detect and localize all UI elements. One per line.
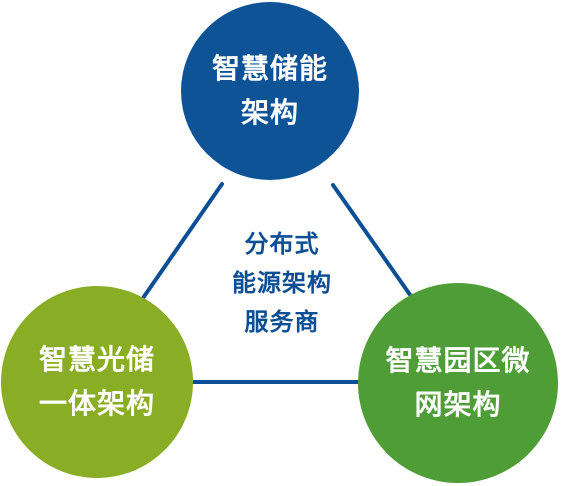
node-smart-energy-storage: 智慧储能 架构: [181, 2, 359, 180]
node-smart-pv-storage: 智慧光储 一体架构: [1, 286, 193, 478]
edge-top-right: [331, 183, 415, 301]
node-right-line1: 智慧园区微: [385, 344, 531, 377]
center-label-line1: 分布式: [244, 230, 320, 258]
edge-top-left: [141, 182, 224, 300]
node-left-line1: 智慧光储: [38, 343, 155, 376]
center-label: 分布式 能源架构 服务商: [212, 225, 352, 342]
node-left-line2: 一体架构: [38, 387, 155, 420]
node-right-line2: 网架构: [414, 388, 502, 421]
center-label-line2: 能源架构: [232, 269, 332, 297]
center-label-line3: 服务商: [244, 308, 320, 336]
node-top-line1: 智慧储能: [211, 52, 328, 85]
node-top-line2: 架构: [240, 96, 299, 129]
node-smart-park-microgrid: 智慧园区微 网架构: [358, 283, 558, 483]
